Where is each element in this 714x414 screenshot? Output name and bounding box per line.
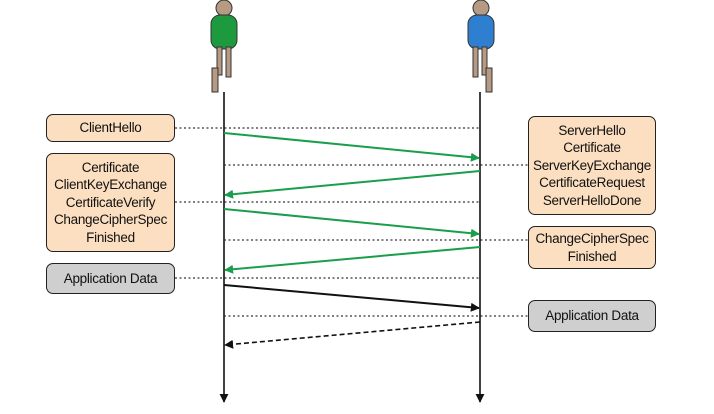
client-data-arrow — [223, 284, 480, 312]
client-hello-arrow — [223, 132, 480, 162]
server-handshake-box: ServerHello Certificate ServerKeyExchang… — [528, 116, 656, 215]
server-finished-arrow — [224, 246, 481, 274]
client-handshake-box: Certificate ClientKeyExchange Certificat… — [46, 153, 175, 252]
client-finished-arrow — [223, 208, 480, 238]
client-application-data-box: Application Data — [46, 263, 175, 294]
server-finished-box: ChangeCipherSpec Finished — [528, 226, 656, 269]
client-hello-box: ClientHello — [46, 114, 175, 142]
server-data-arrow — [224, 321, 481, 349]
client-person-icon — [210, 0, 238, 93]
server-application-data-box: Application Data — [528, 300, 656, 332]
server-person-icon — [467, 0, 495, 93]
dotted-connectors — [175, 127, 528, 317]
server-hello-arrow — [224, 170, 481, 199]
